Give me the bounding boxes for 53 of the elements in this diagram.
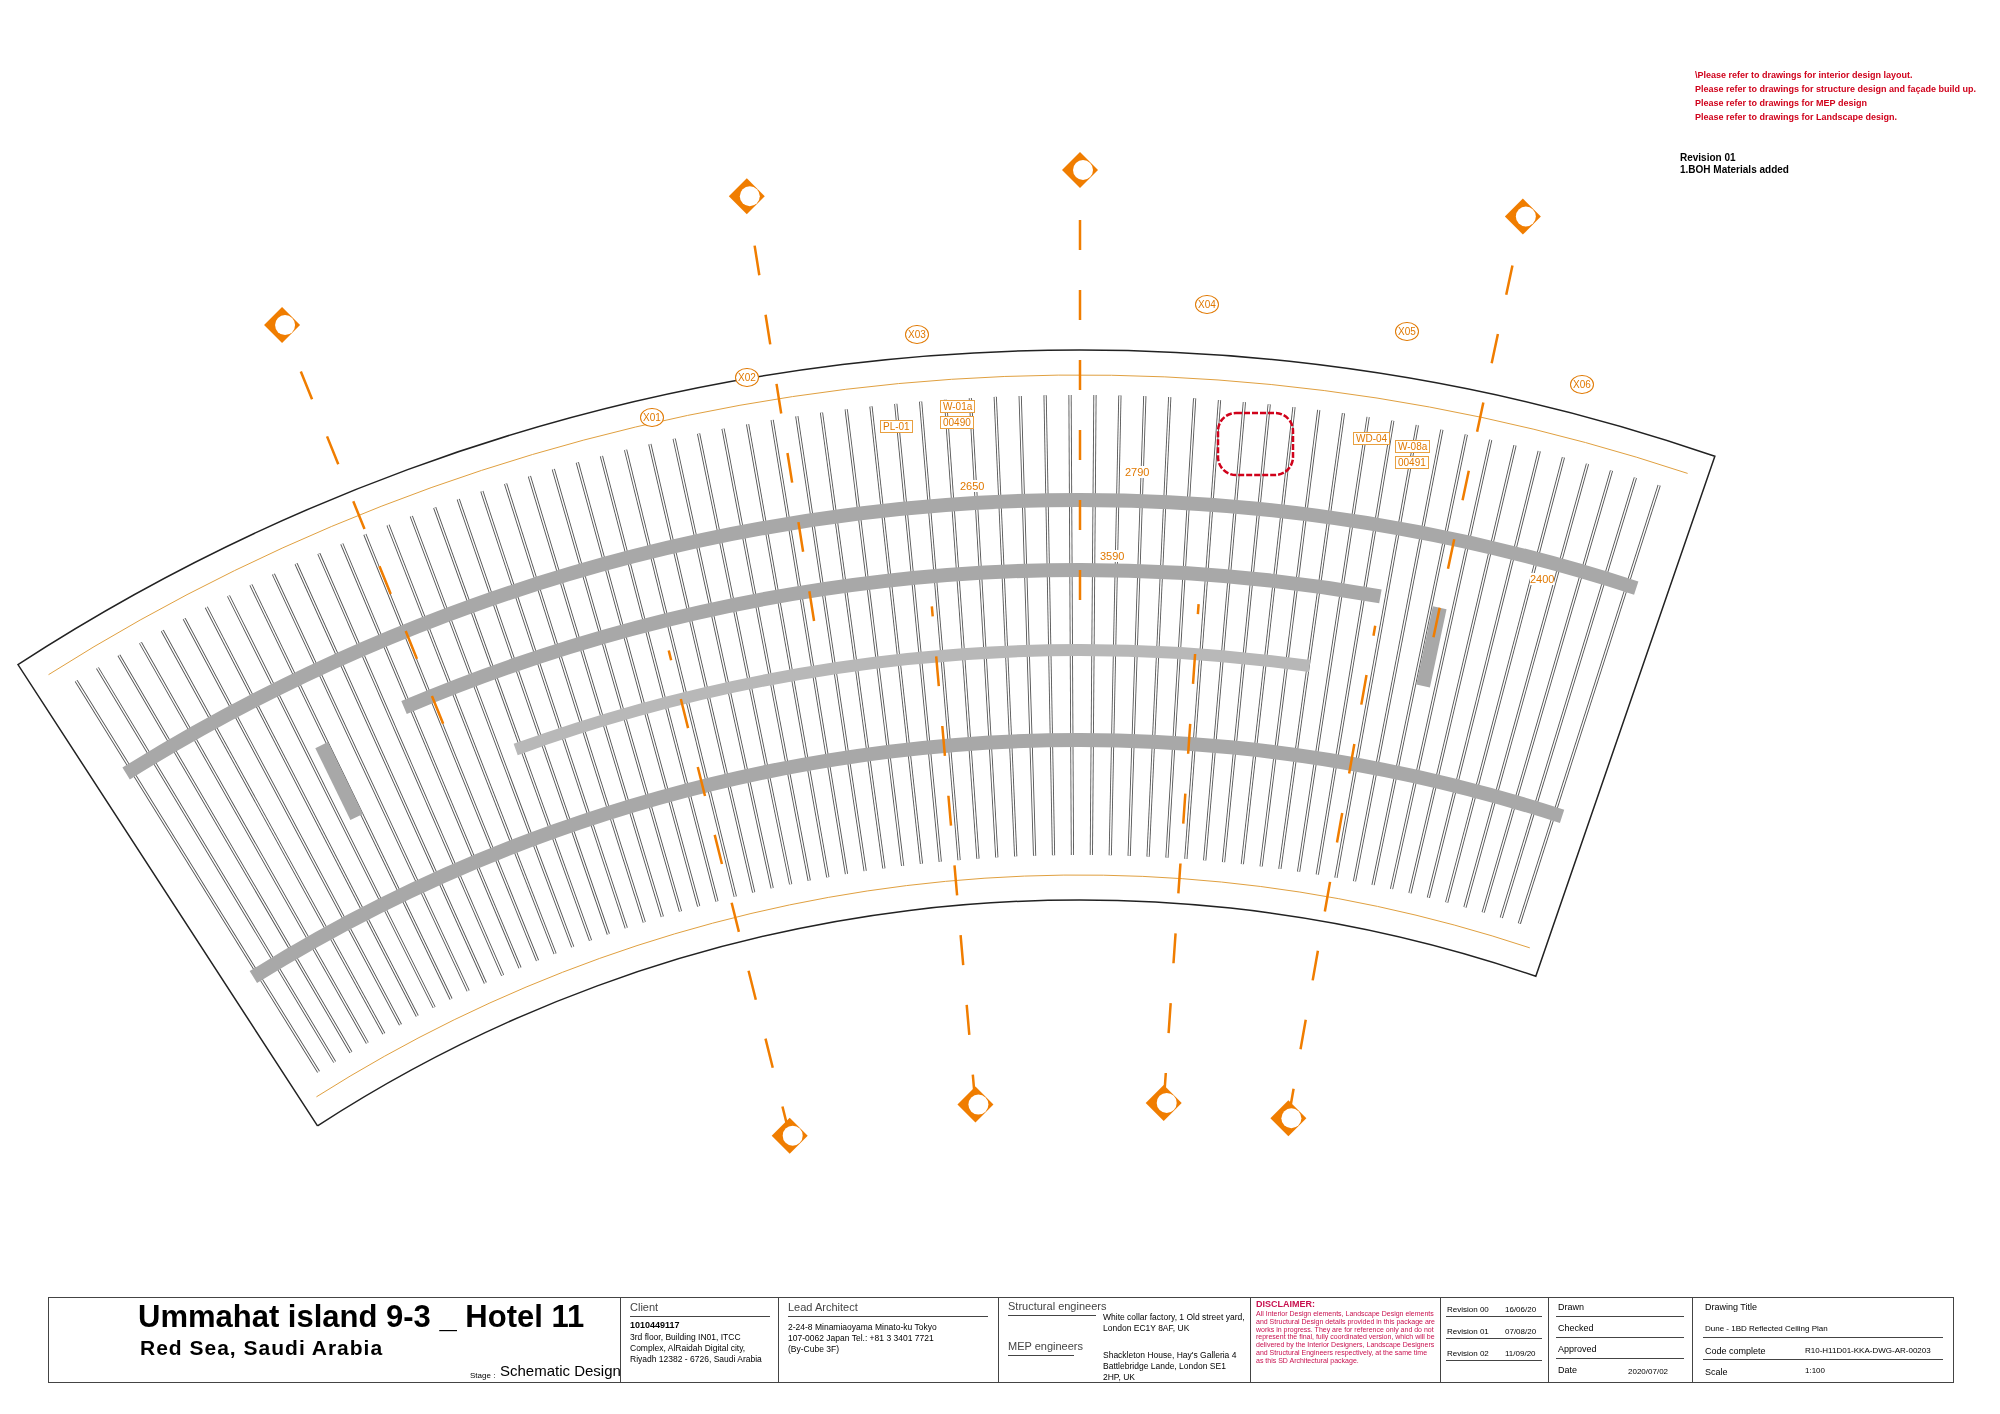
field-value: 1010449117: [630, 1320, 680, 1330]
material-tag: 00490: [940, 416, 974, 429]
field-label: Drawn: [1558, 1302, 1584, 1312]
revision-date: 07/08/20: [1505, 1327, 1537, 1336]
revision-date: 11/09/20: [1505, 1349, 1536, 1358]
grid-marker: X02: [735, 368, 759, 387]
address-text: 2-24-8 Minamiaoyama Minato-ku Tokyo 107-0062 Japan Tel.: +81 3 3401 7721 (By-Cube 3F): [788, 1322, 938, 1355]
field-label: Structural engineers: [1008, 1300, 1107, 1312]
field-value: R10-H11D01-KKA-DWG-AR-00203: [1805, 1346, 1931, 1355]
grid-marker: X01: [640, 408, 664, 427]
revision-number: Revision 00: [1447, 1305, 1489, 1314]
field-label: Code complete: [1705, 1346, 1766, 1356]
note-text: Please refer to drawings for structure design and façade build up.: [1695, 84, 1977, 94]
dimension-text: 2650: [960, 480, 985, 492]
project-location: Red Sea, Saudi Arabia: [140, 1336, 384, 1360]
field-label: Drawing Title: [1705, 1302, 1758, 1312]
stage-label: Stage :: [470, 1371, 496, 1380]
stage-value: Schematic Design: [500, 1362, 621, 1379]
grid-marker: X05: [1395, 322, 1419, 341]
material-tag: W-08a: [1395, 440, 1431, 453]
note-text: \Please refer to drawings for interior design layout.: [1695, 70, 1913, 80]
disclaimer-heading: DISCLAIMER:: [1256, 1299, 1315, 1309]
field-value: 1:100: [1805, 1366, 1826, 1375]
material-tag: 00491: [1395, 456, 1429, 469]
address-text: Shackleton House, Hay's Galleria 4 Battlebridge Lande, London SE1 2HP, UK: [1103, 1350, 1238, 1383]
revision-number: Revision 02: [1447, 1349, 1489, 1358]
field-label: Scale: [1705, 1367, 1728, 1377]
grid-marker: X06: [1570, 375, 1594, 394]
revision-number: Revision 01: [1447, 1327, 1489, 1336]
field-value: Dune - 1BD Reflected Ceiling Plan: [1705, 1324, 1828, 1333]
material-tag: WD-04: [1353, 432, 1391, 445]
dimension-text: 3590: [1100, 550, 1125, 562]
address-text: White collar factory, 1 Old street yard, London EC1Y 8AF, UK: [1103, 1312, 1245, 1334]
grid-marker: X04: [1195, 295, 1219, 314]
dimension-text: 2790: [1125, 466, 1150, 478]
dimension-text: 2400: [1530, 573, 1555, 585]
project-title: Ummahat island 9-3 _ Hotel 11: [138, 1299, 585, 1335]
field-label: Date: [1558, 1365, 1577, 1375]
grid-marker: X03: [905, 325, 929, 344]
address-text: 3rd floor, Building IN01, ITCC Complex, AlRaidah Digital city, Riyadh 12382 - 6726, Saudi Arabia: [630, 1332, 763, 1365]
field-label: Client: [630, 1301, 659, 1313]
note-text: Please refer to drawings for MEP design: [1695, 98, 1867, 108]
field-label: Approved: [1558, 1344, 1597, 1354]
field-value: 2020/07/02: [1628, 1367, 1669, 1376]
material-tag: PL-01: [880, 420, 913, 433]
field-label: MEP engineers: [1008, 1340, 1083, 1352]
field-label: Lead Architect: [788, 1301, 858, 1313]
revision-heading: Revision 01: [1680, 152, 1736, 163]
revision-date: 16/06/20: [1505, 1305, 1537, 1314]
material-tag: W-01a: [940, 400, 976, 413]
revision-note: 1.BOH Materials added: [1680, 164, 1789, 175]
note-text: Please refer to drawings for Landscape design.: [1695, 112, 1898, 122]
field-label: Checked: [1558, 1323, 1594, 1333]
